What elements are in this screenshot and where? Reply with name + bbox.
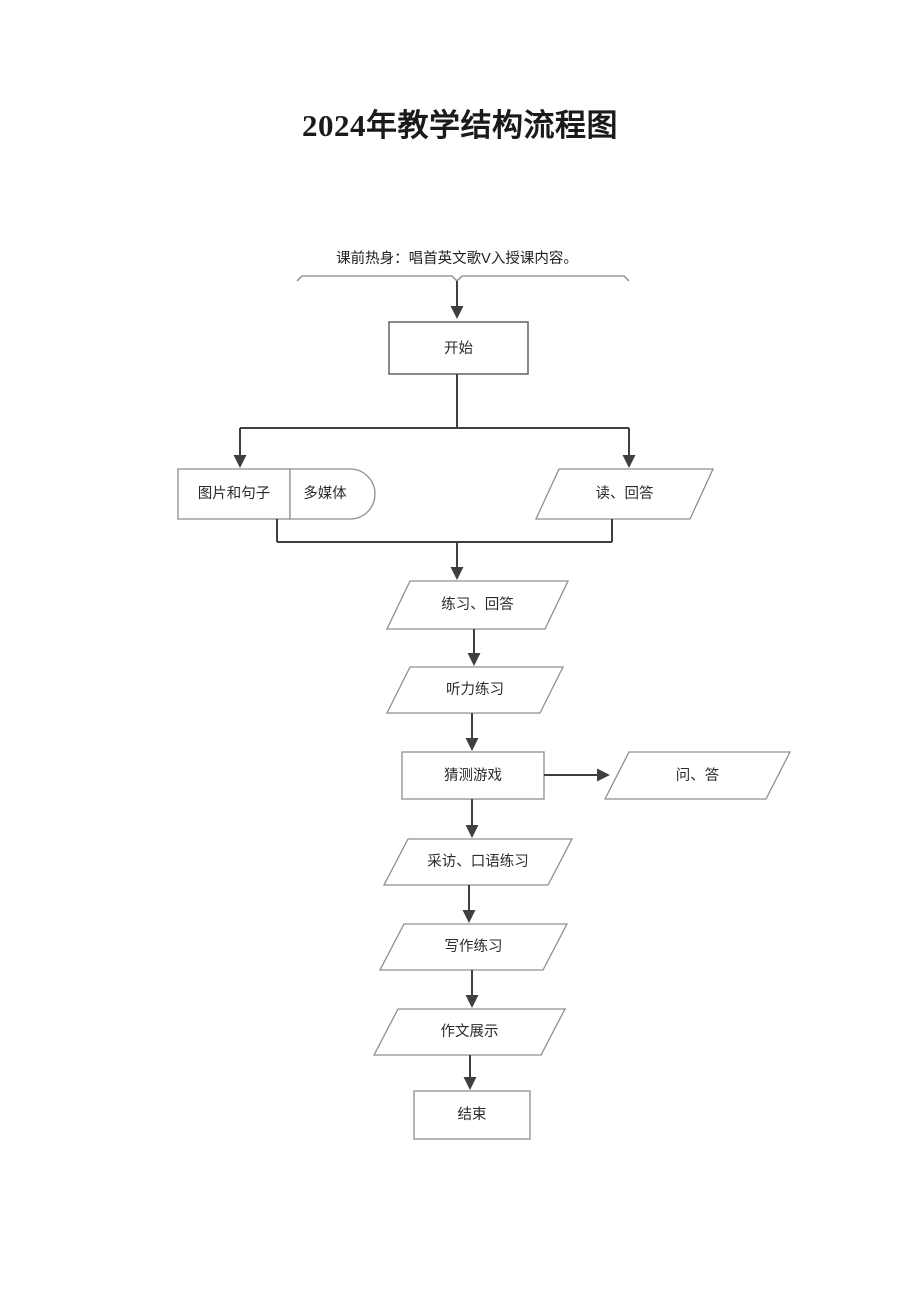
node-listening-label: 听力练习 — [446, 681, 504, 698]
node-writing-label: 写作练习 — [445, 938, 503, 955]
node-qa[interactable]: 问、答 — [603, 751, 792, 800]
node-multimedia[interactable]: 多媒体 — [289, 468, 376, 520]
node-pictures-label: 图片和句子 — [198, 485, 271, 502]
node-listening[interactable]: 听力练习 — [385, 666, 565, 714]
node-practice[interactable]: 练习、回答 — [385, 580, 570, 630]
node-start-label: 开始 — [444, 340, 473, 357]
node-writing[interactable]: 写作练习 — [378, 923, 569, 971]
node-end-label: 结束 — [458, 1106, 487, 1123]
node-showcase[interactable]: 作文展示 — [372, 1008, 567, 1056]
node-guessgame[interactable]: 猜测游戏 — [401, 751, 545, 800]
node-end[interactable]: 结束 — [413, 1090, 531, 1140]
node-guessgame-label: 猜测游戏 — [444, 767, 502, 784]
node-qa-label: 问、答 — [676, 767, 720, 784]
warmup-annotation-text: 课前热身：唱首英文歌V入授课内容。 — [336, 249, 578, 267]
node-interview[interactable]: 采访、口语练习 — [382, 838, 574, 886]
edge-start-split — [233, 374, 636, 468]
node-pictures[interactable]: 图片和句子 — [177, 468, 291, 520]
node-start[interactable]: 开始 — [388, 321, 529, 375]
warmup-brace — [296, 275, 630, 283]
node-read-label: 读、回答 — [596, 485, 654, 502]
node-interview-label: 采访、口语练习 — [427, 853, 529, 870]
node-read[interactable]: 读、回答 — [534, 468, 715, 520]
page-title: 2024年教学结构流程图 — [302, 108, 618, 143]
node-showcase-label: 作文展示 — [441, 1023, 499, 1040]
edge-branches-merge — [276, 519, 613, 580]
node-multimedia-label: 多媒体 — [303, 485, 347, 502]
node-practice-label: 练习、回答 — [441, 596, 514, 613]
